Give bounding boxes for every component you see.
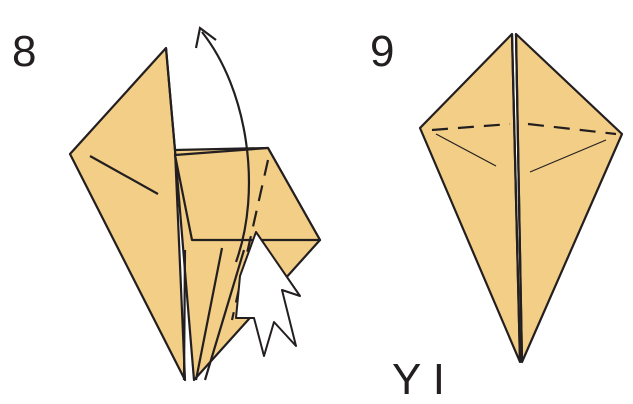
step-9-model (420, 34, 622, 362)
step8-left-flap (70, 48, 185, 380)
step9-right-half (516, 34, 622, 362)
origami-diagram: 8 9 Y I (0, 0, 633, 382)
step8-flap-edge (184, 250, 185, 380)
step9-left-half (420, 34, 520, 362)
diagram-drawing (0, 0, 633, 382)
